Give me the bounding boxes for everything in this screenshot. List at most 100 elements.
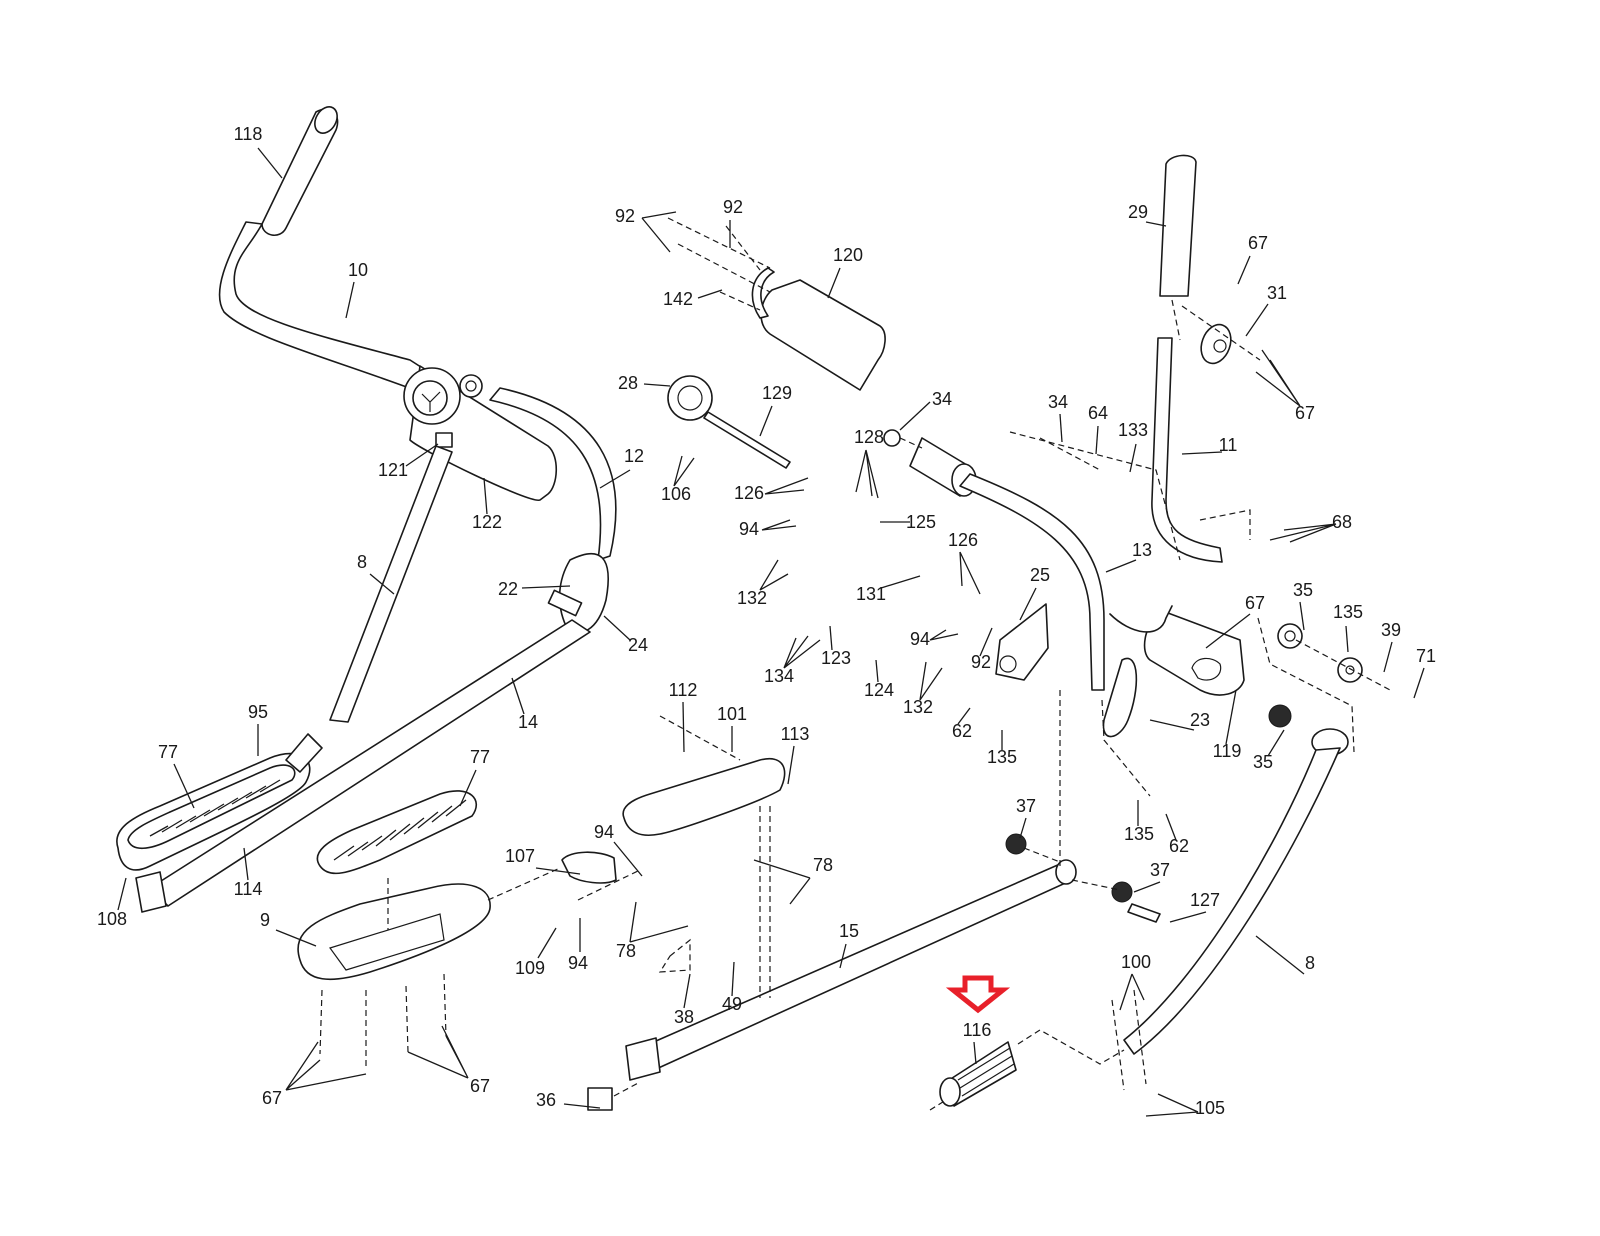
callout-95: 95 [248,702,268,722]
callout-77: 77 [470,747,490,767]
callout-35: 35 [1293,580,1313,600]
callout-67: 67 [1295,403,1315,423]
callout-127: 127 [1190,890,1220,910]
callout-11: 11 [1219,435,1238,455]
callout-135: 135 [1333,602,1363,622]
callout-94: 94 [594,822,614,842]
callout-9: 9 [260,910,270,930]
callout-132: 132 [903,697,933,717]
callout-49: 49 [722,994,742,1014]
callout-36: 36 [536,1090,556,1110]
callout-31: 31 [1267,283,1287,303]
callout-94: 94 [739,519,759,539]
callout-29: 29 [1128,202,1148,222]
callout-25: 25 [1030,565,1050,585]
callout-134: 134 [764,666,794,686]
callout-67: 67 [1245,593,1265,613]
callout-135: 135 [1124,824,1154,844]
callout-14: 14 [518,712,538,732]
callout-116: 116 [963,1020,992,1040]
callout-39: 39 [1381,620,1401,640]
callout-122: 122 [472,512,502,532]
callout-68: 68 [1332,512,1352,532]
callout-125: 125 [906,512,936,532]
callout-78: 78 [616,941,636,961]
part-116-sleeve [939,1041,1017,1107]
callout-67: 67 [262,1088,282,1108]
callout-8: 8 [1305,953,1315,973]
callout-62: 62 [952,721,972,741]
callout-142: 142 [663,289,693,309]
callout-105: 105 [1195,1098,1225,1118]
tread-lines-left [149,779,281,837]
callout-67: 67 [470,1076,490,1096]
part-107-bracket [561,851,617,884]
callout-123: 123 [821,648,851,668]
callout-94: 94 [910,629,930,649]
callout-100: 100 [1121,952,1151,972]
callout-35: 35 [1253,752,1273,772]
part-8-right-lower-arm [1123,728,1349,1055]
callout-108: 108 [97,909,127,929]
callout-92: 92 [971,652,991,672]
callout-38: 38 [674,1007,694,1027]
part-28-knob [667,375,713,421]
assembly-lines [319,217,1391,1111]
part-13-frame-arm [959,473,1105,691]
callout-37: 37 [1016,796,1036,816]
callout-37: 37 [1150,860,1170,880]
highlight-arrow-icon [945,975,1011,1014]
leader-lines [117,147,1425,1117]
callout-118: 118 [234,124,263,144]
callout-126: 126 [734,483,764,503]
callout-77: 77 [158,742,178,762]
callout-109: 109 [515,958,545,978]
callout-135: 135 [987,747,1017,767]
callout-8: 8 [357,552,367,572]
part-35-39-bearings [1268,623,1363,728]
part-29-grip [1159,154,1197,297]
callout-92: 92 [723,197,743,217]
part-12-curved-arm [489,387,617,561]
callout-24: 24 [628,635,648,655]
part-36-end-cap [587,1087,613,1111]
part-22-24-bracket [547,552,610,633]
callout-15: 15 [839,921,859,941]
callout-107: 107 [505,846,535,866]
callout-120: 120 [833,245,863,265]
callout-34: 34 [932,389,952,409]
callout-119: 119 [1213,741,1242,761]
part-118-grip [261,106,339,236]
callout-101: 101 [717,704,747,724]
callout-62: 62 [1169,836,1189,856]
part-11-right-arm [1151,337,1223,563]
part-129-axle [703,411,791,469]
part-14-pedal-beam [135,619,591,913]
callout-132: 132 [737,588,767,608]
part-23-cover [1102,657,1138,738]
part-119-shroud [1109,605,1245,696]
part-10-upper-arm [218,221,439,393]
callout-22: 22 [498,579,518,599]
callout-126: 126 [948,530,978,550]
callout-67: 67 [1248,233,1268,253]
part-122-pivot-housing [403,365,558,501]
callout-133: 133 [1118,420,1148,440]
callout-94: 94 [568,953,588,973]
part-8-left-pedal-arm [329,445,453,723]
callout-78: 78 [813,855,833,875]
callout-128: 128 [854,427,884,447]
part-120-shroud [751,267,886,391]
part-9-pedal-base [297,883,491,981]
callout-121: 121 [378,460,408,480]
callout-113: 113 [781,724,810,744]
part-77-right-tread [316,790,478,875]
callout-34: 34 [1048,392,1068,412]
callout-124: 124 [864,680,894,700]
part-95-left-pedal [116,733,323,871]
part-113-plate [622,757,786,836]
callout-71: 71 [1416,646,1436,666]
callout-92: 92 [615,206,635,226]
